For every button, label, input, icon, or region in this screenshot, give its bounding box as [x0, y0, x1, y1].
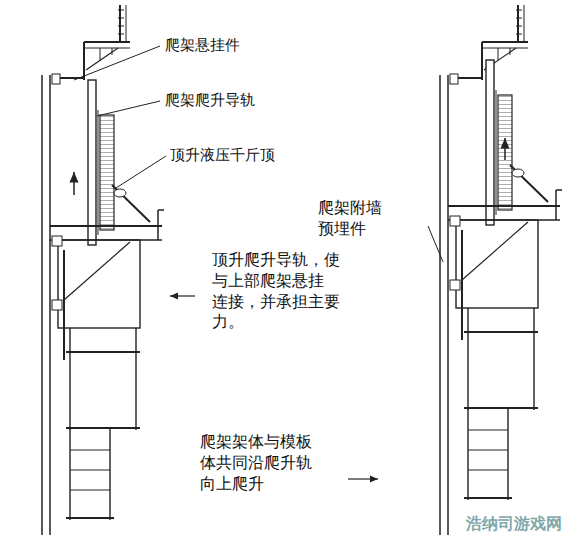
- part-label: 爬架爬升导轨: [165, 91, 325, 110]
- drawing-stroke: [49, 75, 51, 535]
- drawing-stroke: [74, 46, 160, 80]
- part-label: 顶升液压千斤顶: [170, 146, 330, 165]
- drawing-stroke: [170, 295, 195, 296]
- part-label: 爬架附墙 预埋件: [318, 198, 428, 240]
- drawing-stroke: [41, 75, 43, 535]
- drawing-stroke: [448, 60, 562, 500]
- drawing-stroke: [52, 5, 130, 84]
- drawing-stroke: [116, 156, 166, 188]
- part-label: 爬架悬挂件: [165, 36, 305, 55]
- drawing-stroke: [447, 75, 449, 535]
- drawing-stroke: [50, 80, 164, 520]
- drawing-stroke: [97, 101, 160, 116]
- watermark: 浩纳司游戏网: [466, 514, 576, 534]
- drawing-stroke: [504, 138, 506, 160]
- note-text: 爬架架体与模板 体共同沿爬升轨 向上爬升: [200, 432, 350, 494]
- drawing-stroke: [428, 226, 443, 262]
- note-text: 顶升爬升导轨，使 与上部爬架悬挂 连接，并承担主要 力。: [212, 250, 362, 333]
- drawing-stroke: [348, 478, 378, 479]
- drawing-stroke: [439, 75, 441, 535]
- drawing-stroke: [73, 172, 75, 195]
